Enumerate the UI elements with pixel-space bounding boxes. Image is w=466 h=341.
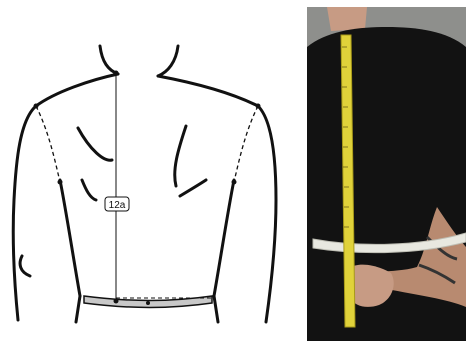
- back-length-illustration: 12a: [0, 0, 300, 341]
- landmark-dots: [34, 71, 261, 185]
- photo-drawing: [307, 7, 466, 341]
- waist-band: [84, 296, 212, 308]
- measurement-photo: [307, 7, 466, 341]
- armhole-dashes: [36, 106, 258, 182]
- torso-outline: [13, 46, 276, 322]
- measurement-tag: 12a: [109, 200, 126, 211]
